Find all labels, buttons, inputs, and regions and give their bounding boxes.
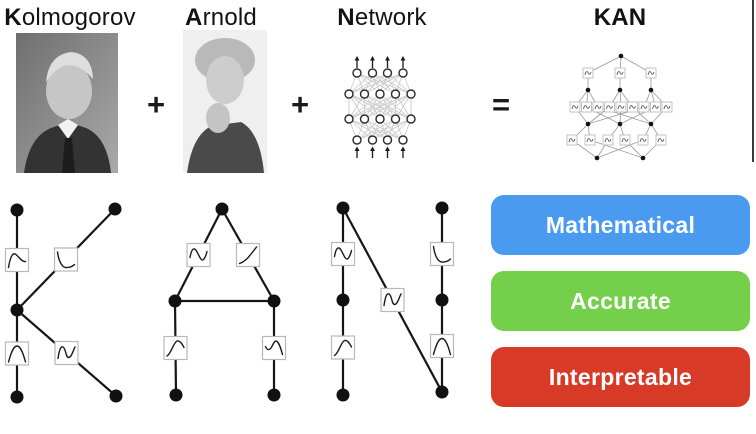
label-network-bold: N <box>337 4 355 31</box>
label-kan: KAN <box>594 4 647 32</box>
plus-operator-1: + <box>146 87 166 122</box>
equals-operator: = <box>491 87 511 122</box>
label-arnold: Arnold <box>185 4 257 32</box>
label-arnold-rest: rnold <box>202 4 257 31</box>
plus-operator-2: + <box>290 87 310 122</box>
label-network: Network <box>337 4 426 32</box>
label-kolmogorov-bold: K <box>4 4 22 31</box>
badge-mathematical: Mathematical <box>491 195 750 255</box>
letter-a-graph <box>163 202 287 402</box>
letter-n-graph <box>330 201 455 402</box>
label-arnold-bold: A <box>185 4 203 31</box>
badge-interpretable: Interpretable <box>491 347 750 407</box>
arnold-photo <box>183 30 267 173</box>
label-network-rest: etwork <box>354 4 427 31</box>
badge-accurate: Accurate <box>491 271 750 331</box>
kolmogorov-photo <box>16 33 118 173</box>
label-kolmogorov-rest: olmogorov <box>21 4 136 31</box>
label-kan-bold: KAN <box>593 4 647 31</box>
network-diagram <box>344 56 416 158</box>
label-kolmogorov: Kolmogorov <box>4 4 135 32</box>
kan-diagram <box>566 53 673 161</box>
letter-k-graph <box>4 202 123 404</box>
slide-border-line <box>752 0 754 162</box>
kan-letters-diagram <box>4 201 455 404</box>
